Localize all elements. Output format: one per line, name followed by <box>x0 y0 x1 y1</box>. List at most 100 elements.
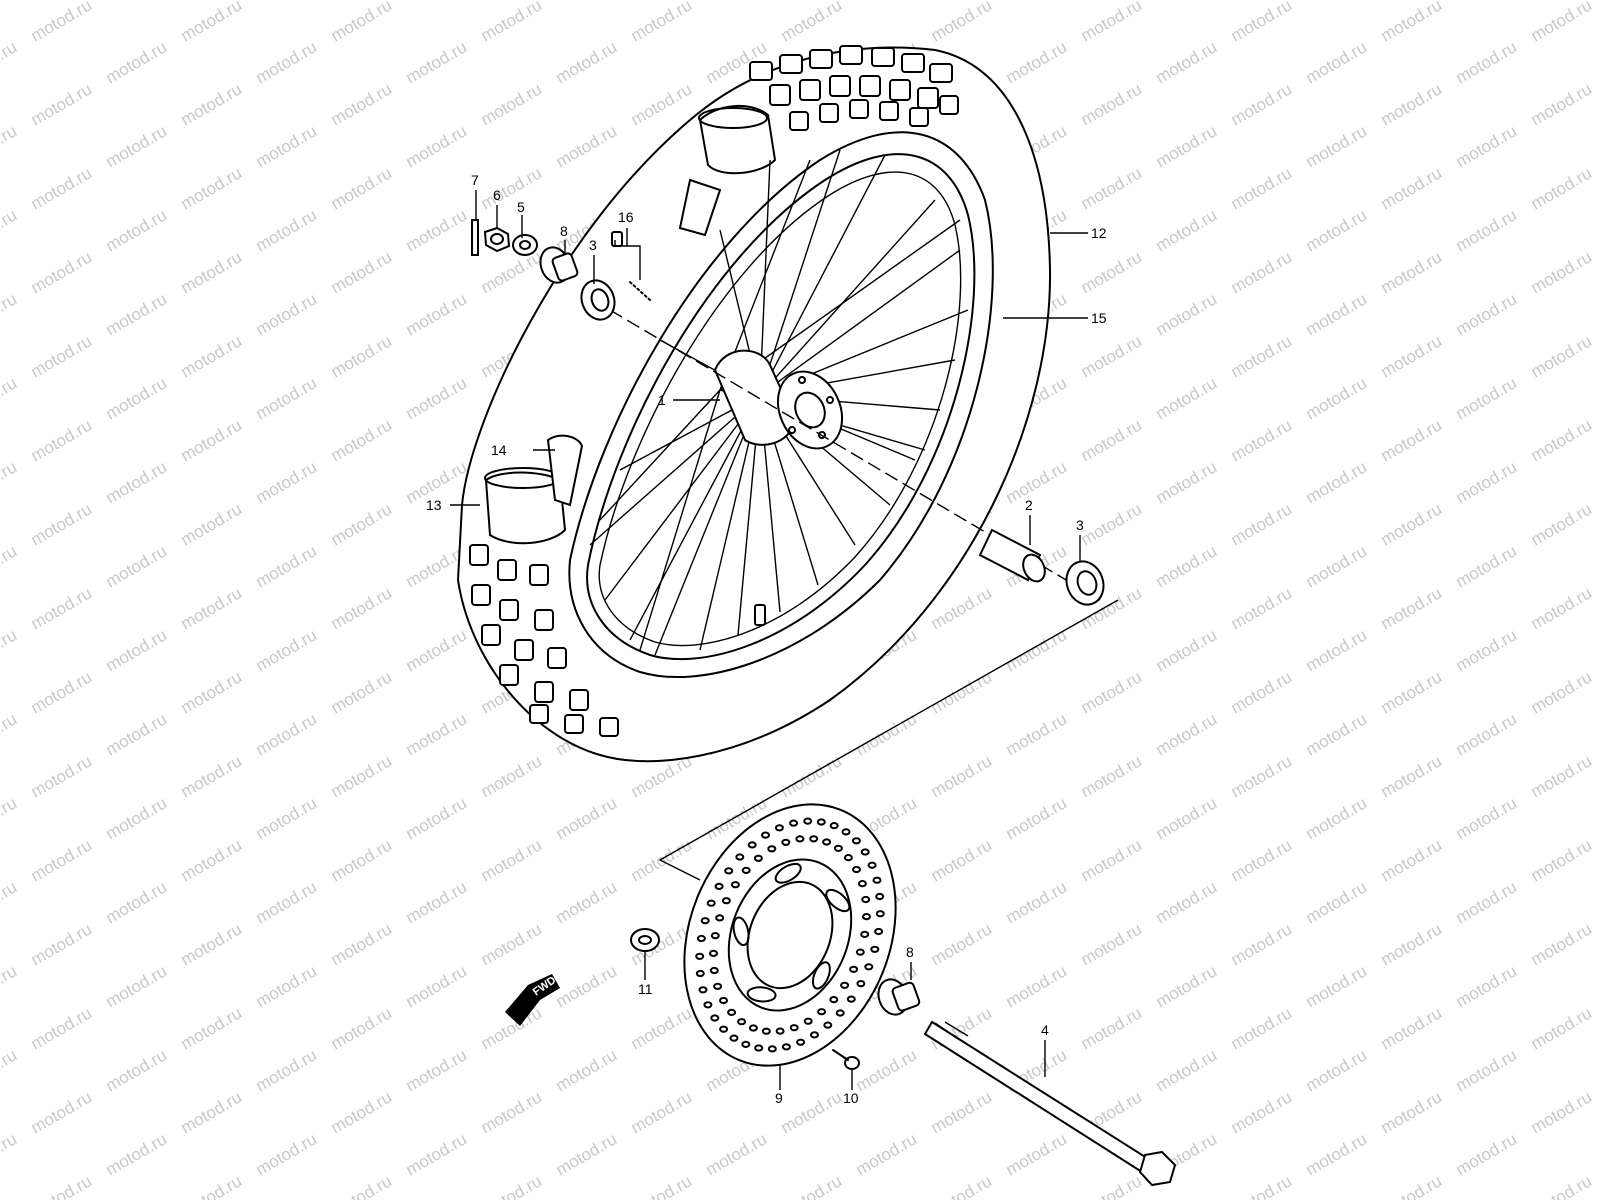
watermark-text: motod.ru <box>553 121 621 171</box>
watermark-text: motod.ru <box>1303 961 1371 1011</box>
disc-hole <box>817 1008 827 1016</box>
watermark-text: motod.ru <box>1153 625 1221 675</box>
disc-hole <box>729 1034 739 1042</box>
watermark-text: motod.ru <box>28 751 96 801</box>
watermark-text: motod.ru <box>778 751 846 801</box>
watermark-text: motod.ru <box>1528 835 1596 885</box>
watermark-text: motod.ru <box>28 163 96 213</box>
watermark-text: motod.ru <box>178 583 246 633</box>
watermark-text: motod.ru <box>478 1171 546 1200</box>
disc-hole <box>754 1044 764 1052</box>
watermark-text: motod.ru <box>628 1003 696 1053</box>
disc-bolt <box>832 1049 860 1070</box>
disc-hole <box>855 948 865 956</box>
disc-hole <box>789 819 799 827</box>
disc-hole <box>851 837 861 845</box>
disc-hole <box>829 822 839 830</box>
disc-hole <box>715 914 725 922</box>
watermark-text: motod.ru <box>628 1171 696 1200</box>
watermark-text: motod.ru <box>1378 79 1446 129</box>
disc-hole <box>737 1018 747 1026</box>
watermark-text: motod.ru <box>1153 961 1221 1011</box>
watermark-text: motod.ru <box>403 625 471 675</box>
watermark-text: motod.ru <box>1378 415 1446 465</box>
watermark-text: motod.ru <box>1528 919 1596 969</box>
watermark-text: motod.ru <box>928 1087 996 1137</box>
watermark-text: motod.ru <box>328 1003 396 1053</box>
brake-disc <box>683 803 897 1067</box>
watermark-text: motod.ru <box>1228 331 1296 381</box>
watermark-text: motod.ru <box>1153 1045 1221 1095</box>
watermark-text: motod.ru <box>1528 0 1596 45</box>
watermark-text: motod.ru <box>1453 37 1521 87</box>
disc-hole <box>748 1024 758 1032</box>
watermark-text: motod.ru <box>1453 877 1521 927</box>
watermark-text: motod.ru <box>1453 457 1521 507</box>
watermark-text: motod.ru <box>253 625 321 675</box>
watermark-text: motod.ru <box>103 37 171 87</box>
watermark-text: motod.ru <box>1303 121 1371 171</box>
watermark-text: motod.ru <box>28 499 96 549</box>
watermark-text: motod.ru <box>1453 709 1521 759</box>
watermark-text: motod.ru <box>1453 1129 1521 1179</box>
watermark-text: motod.ru <box>28 79 96 129</box>
watermark-text: motod.ru <box>1378 331 1446 381</box>
watermark-text: motod.ru <box>1228 1003 1296 1053</box>
disc-hole <box>753 854 763 862</box>
callout-8-right: 8 <box>906 944 914 960</box>
watermark-text: motod.ru <box>1153 205 1221 255</box>
watermark-text: motod.ru <box>1078 499 1146 549</box>
disc-hole <box>713 982 723 991</box>
distance-collar <box>978 528 1046 583</box>
watermark-text: motod.ru <box>253 541 321 591</box>
watermark-text: motod.ru <box>0 961 20 1011</box>
disc-mount-slot <box>774 862 802 884</box>
watermark-text: motod.ru <box>178 415 246 465</box>
watermark-text: motod.ru <box>1078 1171 1146 1200</box>
watermark-text: motod.ru <box>253 793 321 843</box>
watermark-text: motod.ru <box>1078 247 1146 297</box>
watermark-text: motod.ru <box>103 205 171 255</box>
watermark-text: motod.ru <box>328 667 396 717</box>
watermark-text: motod.ru <box>1003 1129 1071 1179</box>
disc-hole <box>696 934 706 943</box>
disc-hole <box>695 952 705 960</box>
watermark-text: motod.ru <box>253 37 321 87</box>
disc-hole <box>775 1027 785 1035</box>
disc-hole <box>843 854 853 862</box>
bearing-right <box>1065 560 1105 606</box>
watermark-text: motod.ru <box>1003 37 1071 87</box>
disc-hole <box>781 838 791 846</box>
callout-6: 6 <box>493 187 501 203</box>
watermark-text: motod.ru <box>1153 373 1221 423</box>
watermark-text: motod.ru <box>478 751 546 801</box>
watermark-text: motod.ru <box>1528 667 1596 717</box>
watermark-text: motod.ru <box>103 877 171 927</box>
watermark-text: motod.ru <box>928 919 996 969</box>
disc-hole <box>833 844 843 852</box>
watermark-text: motod.ru <box>0 457 20 507</box>
watermark-text: motod.ru <box>0 0 20 3</box>
watermark-text: motod.ru <box>1378 583 1446 633</box>
watermark-text: motod.ru <box>403 961 471 1011</box>
watermark-text: motod.ru <box>1228 835 1296 885</box>
tube-top-cutaway <box>678 104 777 237</box>
watermark-text: motod.ru <box>403 793 471 843</box>
disc-hole <box>857 880 867 888</box>
disc-hole <box>703 1001 713 1009</box>
disc-hole <box>789 1024 799 1032</box>
watermark-text: motod.ru <box>1378 247 1446 297</box>
watermark-text: motod.ru <box>253 1045 321 1095</box>
callout-10: 10 <box>843 1090 859 1106</box>
watermark-text: motod.ru <box>1378 835 1446 885</box>
disc-hole <box>795 835 805 843</box>
watermark-text: motod.ru <box>103 373 171 423</box>
disc-mount-slot <box>825 888 851 913</box>
watermark-text: motod.ru <box>1228 163 1296 213</box>
watermark-text: motod.ru <box>1078 1003 1146 1053</box>
disc-hole <box>856 980 866 988</box>
watermark-text: motod.ru <box>328 415 396 465</box>
watermark-text: motod.ru <box>178 667 246 717</box>
watermark-text: motod.ru <box>328 1171 396 1200</box>
watermark-text: motod.ru <box>553 37 621 87</box>
